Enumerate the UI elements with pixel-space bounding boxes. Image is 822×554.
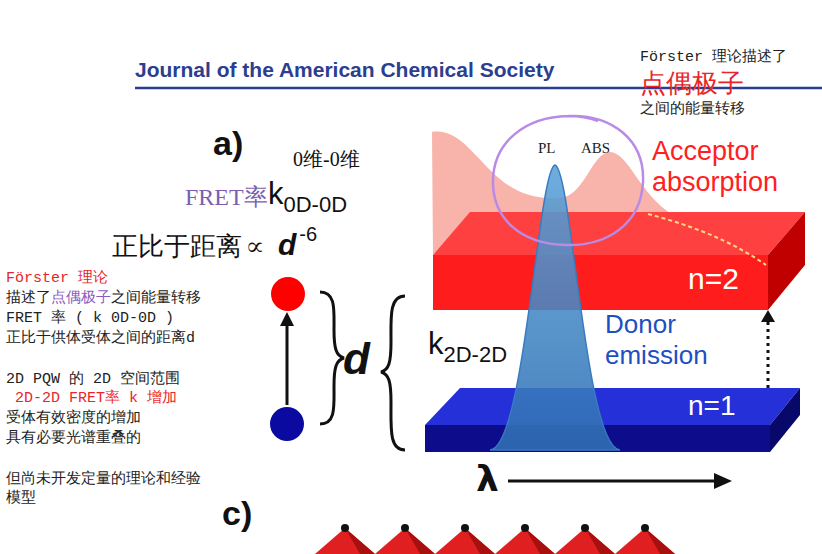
slab-shape [425,388,800,452]
label-text: Donor emission [605,309,708,370]
slab-face [768,212,805,310]
label-text: Acceptor absorption [652,136,778,197]
label-row: PL [538,139,556,157]
label-text: 0D-0D [284,192,348,217]
slab-face [433,212,805,255]
slab-face [770,388,800,452]
label-row: 0维-0维 [293,146,360,173]
label-text: 之间能量转移 [111,290,201,307]
label-text: 点偶极子 [51,290,111,307]
label-text: k [428,326,444,361]
label-row: Förster 理论描述了 [640,47,787,66]
atom [401,524,409,532]
octahedron-shade [465,528,495,554]
label-row: 2D PQW 的 2D 空间范围 [6,369,180,388]
octahedron-shade [525,528,555,554]
label-text: 具有必要光谱重叠的 [6,430,141,447]
label-row: 正比于供体受体之间的距离d [6,328,195,347]
label-text: Förster 理论 [6,270,108,287]
octahedron-shade [345,528,375,554]
transfer-arrow [286,322,289,405]
label-row: 具有必要光谱重叠的 [6,428,141,447]
label-text: λ [476,458,499,499]
brace [381,296,405,450]
header-row: Journal of the American Chemical Society [135,58,554,82]
layer-label: n=2 [688,262,739,295]
label-text: 受体有效密度的增加 [6,410,141,427]
layer-label: n=1 [688,391,736,422]
label-text: c) [222,494,252,532]
label-text: 但尚未开发定量的理论和经验 [6,471,201,488]
slab-face [433,255,768,310]
label-row: 点偶极子 [640,66,744,101]
atom [521,524,529,532]
donor-dipole [270,407,304,441]
slab-face [425,388,800,425]
label-row: FRET 率 ( k 0D-0D ) [6,308,174,327]
label-text: PL [538,140,556,156]
label-row: 之间的能量转移 [640,99,745,118]
label-text: 2D PQW 的 2D 空间范围 [6,371,180,388]
brace [320,292,344,424]
label-text: 正比于距离∝ [112,232,268,261]
label-row: 2D-2D FRET率 k 增加 [15,388,177,407]
layer-slab: n=2 [433,212,805,310]
axis-arrow [508,480,718,483]
label-text: 2D-2D FRET率 k 增加 [15,390,177,407]
acceptor-dipole [271,277,305,311]
label-text: k [268,176,284,211]
octahedra [315,524,675,554]
transfer-connector [761,310,775,388]
label-text: d [343,334,370,383]
label-row: 描述了点偶极子之间能量转移 [6,288,201,307]
axis-arrowhead [714,473,732,489]
label-row: 但尚未开发定量的理论和经验 [6,469,201,488]
label-row: Acceptor absorption [652,136,814,198]
label-text: -6 [299,223,317,245]
label-text: ABS [581,140,610,156]
label-row: 受体有效密度的增加 [6,408,141,427]
label-text: 描述了 [6,290,51,307]
label-text: d [278,228,296,261]
atom [641,524,649,532]
atom [341,524,349,532]
arrowhead [761,310,775,322]
label-row: k2D-2D [428,326,507,368]
journal-title: Journal of the American Chemical Society [135,58,554,81]
label-text: 0维-0维 [293,148,360,170]
octahedron-shade [645,528,675,554]
label-row: 正比于距离∝ d-6 [112,223,317,264]
label-row: k0D-0D [268,176,347,218]
label-row: λ [476,458,499,499]
layer-slab: n=1 [425,388,800,452]
label-row: 模型 [6,488,36,507]
atom [461,524,469,532]
label-text: 之间的能量转移 [640,101,745,118]
label-text: 模型 [6,490,36,507]
label-row: Förster 理论 [6,268,108,287]
label-row: c) [222,494,252,533]
slab-face [425,425,770,452]
slab-shape [433,212,805,310]
label-text: 点偶极子 [640,68,744,98]
label-text: Förster 理论描述了 [640,49,787,66]
label-text: FRET率 [185,184,268,210]
label-row: d [343,334,370,384]
atom [581,524,589,532]
label-text: 2D-2D [444,342,508,367]
dotted-line [767,322,770,388]
label-text: 正比于供体受体之间的距离d [6,330,195,347]
label-text: FRET 率 ( k 0D-0D ) [6,310,174,327]
label-row: a) [213,124,243,163]
label-row: FRET率 [185,181,268,213]
label-row: Donor emission [605,309,753,371]
octahedron-shade [405,528,435,554]
octahedron-shade [585,528,615,554]
label-text: a) [213,124,243,162]
label-row: ABS [581,139,610,157]
transfer-arrowhead [280,312,294,326]
